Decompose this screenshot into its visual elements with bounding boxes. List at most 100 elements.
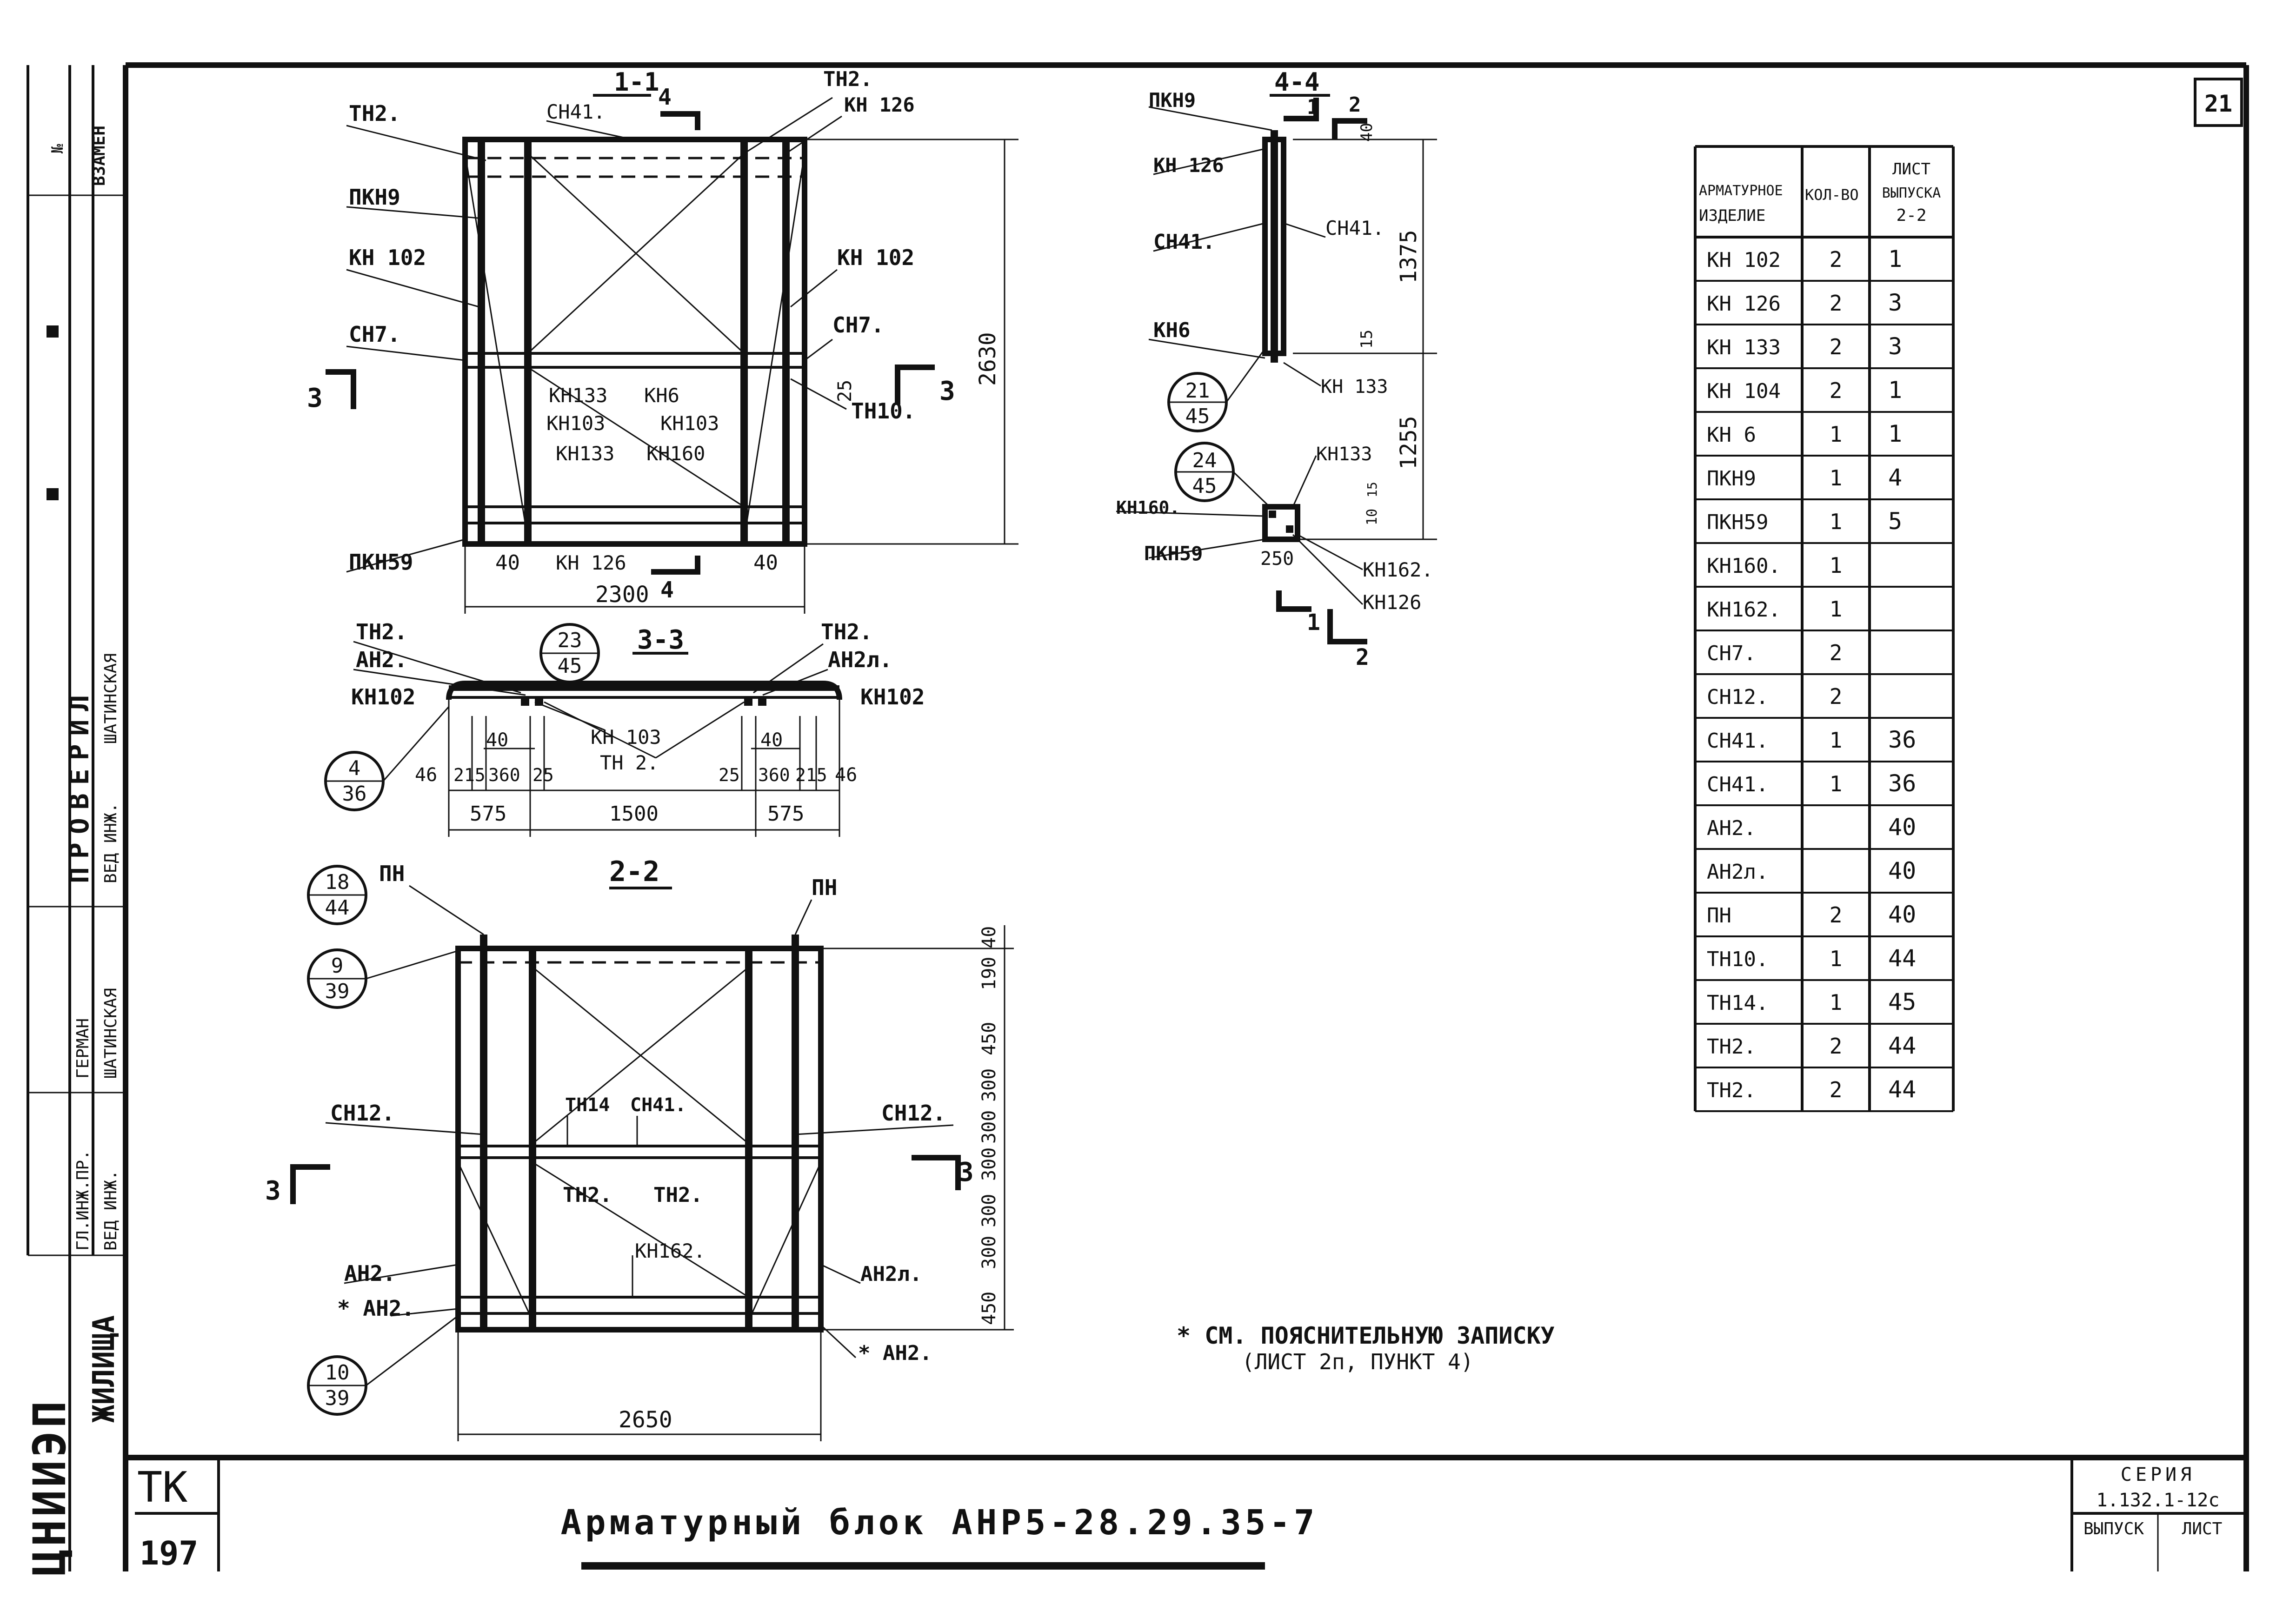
table-row-qty: 1 — [1830, 553, 1843, 578]
label-2-2-an2-star-left: * АН2. — [337, 1296, 414, 1321]
note-line-2: (ЛИСТ 2п, ПУНКТ 4) — [1242, 1349, 1474, 1374]
ref-21-top: 21 — [1185, 379, 1210, 403]
ref-4-bottom: 36 — [342, 782, 367, 806]
stamp-gl-inzh-pr: ГЛ.ИНЖ.ПР. — [73, 1150, 93, 1251]
table-row-sheet: 44 — [1888, 1032, 1916, 1059]
table-row-qty: 1 — [1830, 990, 1843, 1015]
table-row-item: ТН10. — [1707, 948, 1768, 971]
stamp-org-logo: ЦНИИЭП — [24, 1398, 76, 1576]
ref-24-top: 24 — [1192, 449, 1217, 472]
table-row-sheet: 3 — [1888, 333, 1902, 360]
table-row-item: ТН2. — [1707, 1035, 1756, 1059]
stamp-vzamen: ВЗАМЕН — [90, 126, 109, 186]
label-2-2-sn12-right: СН12. — [881, 1100, 945, 1126]
table-row-item: КН 104 — [1707, 379, 1781, 403]
label-3-3-an2l: АН2л. — [828, 647, 892, 672]
note-line-1: * СМ. ПОЯСНИТЕЛЬНУЮ ЗАПИСКУ — [1177, 1322, 1555, 1349]
dim-2-2-450b: 450 — [978, 1292, 1000, 1325]
ref-9-top: 9 — [331, 954, 344, 978]
stamp-shatinskaya-2: ШАТИНСКАЯ — [101, 988, 120, 1079]
tk-number: 197 — [140, 1534, 198, 1572]
cut-2-bottom: 2 — [1356, 644, 1369, 670]
table-row-item: ПН — [1707, 904, 1731, 928]
label-4-4-pkn59: ПКН59 — [1144, 542, 1203, 565]
cut-2-top: 2 — [1349, 93, 1361, 117]
view-1-1: 1-1 4 2630 2300 40 40 25 3 3 — [307, 67, 1018, 614]
table-row-sheet: 36 — [1888, 726, 1916, 753]
label-4-4-kn160: КН160. — [1116, 497, 1180, 518]
table-row-item: СН41. — [1707, 773, 1768, 796]
label-2-2-sn41: СН41. — [630, 1094, 686, 1116]
dim-4-4-10: 10 — [1364, 509, 1380, 525]
table-header-item-line2: ИЗДЕЛИЕ — [1699, 206, 1765, 225]
label-2-2-kn162: КН162. — [635, 1240, 706, 1262]
label-4-4-kn162: КН162. — [1363, 558, 1433, 581]
label-2-2-sn12-left: СН12. — [330, 1100, 394, 1126]
table-header-sheet-line3: 2-2 — [1896, 206, 1926, 225]
ref-4-top: 4 — [348, 756, 361, 780]
label-1-1-sn41: СН41. — [546, 100, 605, 123]
table-row-qty: 1 — [1830, 597, 1843, 622]
dim-2-2-width: 2650 — [619, 1407, 672, 1433]
ref-9-bottom: 39 — [325, 980, 350, 1003]
table-row-sheet: 1 — [1888, 245, 1902, 272]
table-row-qty: 2 — [1830, 1034, 1843, 1059]
table-row-item: КН162. — [1707, 598, 1781, 622]
table-header-item-line1: АРМАТУРНОЕ — [1699, 183, 1783, 199]
cut-4-bottom: 4 — [660, 577, 674, 603]
title-block: ТК 197 Арматурный блок АНР5-28.29.35-7 С… — [137, 1463, 2222, 1572]
stamp-no: № — [48, 144, 67, 153]
dim-2-2-300e: 300 — [978, 1236, 1000, 1269]
label-3-3-tn2-center: ТН 2. — [600, 751, 659, 774]
dim-2-2-300c: 300 — [978, 1147, 1000, 1181]
label-1-1-tn10: ТН10. — [851, 398, 915, 424]
label-4-4-kn6: КН6 — [1153, 318, 1190, 342]
stamp-dot — [47, 488, 59, 500]
table-row-sheet: 3 — [1888, 289, 1902, 316]
table-row-qty: 2 — [1830, 902, 1843, 928]
label-4-4-sn41-left: СН41. — [1153, 230, 1215, 254]
issue-label: ВЫПУСК — [2083, 1519, 2144, 1538]
table-row-item: ПКН59 — [1707, 510, 1768, 534]
stamp-ved-inzh-1: ВЕД ИНЖ. — [101, 803, 120, 883]
stamp-ved-inzh-2: ВЕД ИНЖ. — [101, 1170, 120, 1251]
table-row-qty: 1 — [1830, 422, 1843, 447]
label-1-1-kn103-b: КН103 — [660, 412, 719, 435]
view-4-4-title: 4-4 — [1274, 67, 1320, 97]
label-2-2-pn-right: ПН — [812, 875, 837, 900]
table-row-sheet: 40 — [1888, 901, 1916, 928]
stamp-zhilishcha: ЖИЛИЩА — [87, 1315, 121, 1423]
table-row-item: КН 126 — [1707, 292, 1781, 316]
dim-3-3-46-right: 46 — [835, 764, 857, 786]
dim-3-3-360-left: 360 — [488, 765, 520, 785]
label-1-1-kn133-a: КН133 — [549, 384, 607, 407]
ref-18-bottom: 44 — [325, 896, 350, 920]
label-4-4-kn133-b: КН133 — [1316, 444, 1372, 465]
table-row-qty: 1 — [1830, 509, 1843, 534]
dim-1-1-40b: 40 — [753, 551, 778, 575]
ref-24-bottom: 45 — [1192, 474, 1217, 498]
label-3-3-an2: АН2. — [356, 647, 407, 672]
label-4-4-pkn9: ПКН9 — [1149, 89, 1196, 112]
cut-1-bottom: 1 — [1307, 610, 1320, 636]
sheet-number: 21 — [2204, 90, 2232, 117]
table-row-item: ТН2. — [1707, 1079, 1756, 1102]
label-1-1-sn7-right: СН7. — [832, 312, 884, 338]
label-1-1-kn103-a: КН103 — [546, 412, 605, 435]
dim-2-2-40: 40 — [978, 926, 1000, 948]
table-row-qty: 2 — [1830, 640, 1843, 665]
table-row-sheet: 1 — [1888, 377, 1902, 404]
label-2-2-tn14: ТН14 — [565, 1094, 610, 1116]
table-row-sheet: 36 — [1888, 770, 1916, 797]
view-2-2-title: 2-2 — [609, 855, 659, 888]
table-row-sheet: 44 — [1888, 1076, 1916, 1103]
dim-2-2-190: 190 — [978, 957, 1000, 990]
dim-4-4-40: 40 — [1358, 123, 1376, 142]
table-row-item: СН12. — [1707, 685, 1768, 709]
dim-3-3-46-left: 46 — [415, 764, 437, 786]
table-row-sheet: 45 — [1888, 988, 1916, 1015]
table-header-qty: КОЛ-ВО — [1805, 186, 1859, 204]
explanatory-note: * СМ. ПОЯСНИТЕЛЬНУЮ ЗАПИСКУ (ЛИСТ 2п, ПУ… — [1177, 1322, 1555, 1374]
table-row-qty: 2 — [1830, 378, 1843, 403]
dim-3-3-215-right: 215 — [795, 765, 827, 785]
